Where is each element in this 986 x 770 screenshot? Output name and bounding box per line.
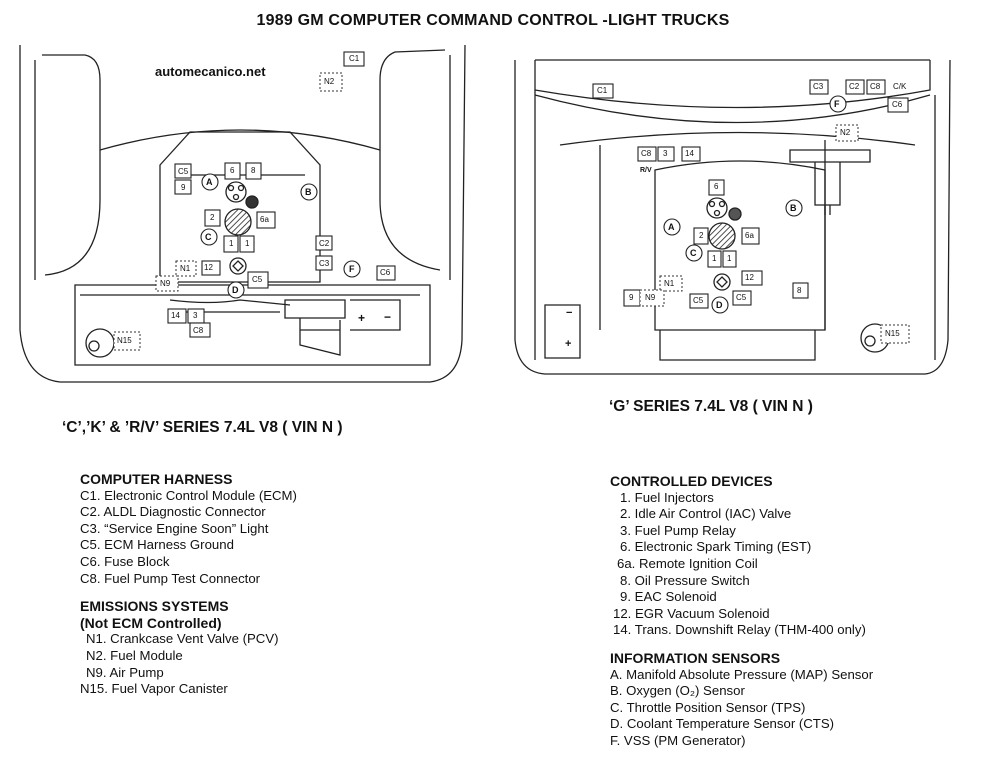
callout-c3: C3 [813,82,824,91]
callout-c5a: C5 [693,296,704,305]
emissions-subheading: (Not ECM Controlled) [80,614,222,631]
computer-harness-heading: COMPUTER HARNESS [80,471,233,487]
callout-c6: C6 [892,100,903,109]
right-diagram-caption: ‘G’ SERIES 7.4L V8 ( VIN N ) [609,398,813,415]
callout-1a: 1 [229,239,234,248]
device-item: 12. EGR Vacuum Solenoid [613,605,770,621]
sensor-item: A. Manifold Absolute Pressure (MAP) Sens… [610,666,874,682]
callout-f: F [834,99,840,109]
harness-item: C3. “Service Engine Soon” Light [80,520,269,536]
callout-n1: N1 [664,279,675,288]
device-item: 3. Fuel Pump Relay [620,522,736,538]
callout-c8b: C8 [641,149,652,158]
callout-b: B [305,187,312,197]
callout-14: 14 [685,149,694,158]
callout-c5: C5 [178,167,189,176]
callout-b: B [790,203,797,213]
callout-8: 8 [251,166,256,175]
device-item: 2. Idle Air Control (IAC) Valve [620,506,792,522]
callout-3: 3 [663,149,668,158]
callout-1a: 1 [712,254,717,263]
callout-n9: N9 [160,279,171,288]
callout-f: F [349,264,355,274]
callout-12: 12 [204,263,213,272]
callout-c6: C6 [380,268,391,277]
callout-c5b: C5 [736,293,747,302]
callout-1b: 1 [245,239,250,248]
emissions-item: N9. Air Pump [86,664,164,680]
callout-c3: C3 [319,259,330,268]
callout-c2: C2 [849,82,860,91]
callout-3: 3 [193,311,198,320]
callout-n15: N15 [117,336,132,345]
callout-1b: 1 [727,254,732,263]
emissions-heading: EMISSIONS SYSTEMS [80,598,229,615]
right-engine-diagram [514,59,951,375]
device-item: 6. Electronic Spark Timing (EST) [620,539,812,555]
callout-2: 2 [210,213,215,222]
device-item: 8. Oil Pressure Switch [620,572,750,588]
callout-2: 2 [699,231,704,240]
harness-item: C2. ALDL Diagnostic Connector [80,504,266,520]
callout-n9: N9 [645,293,656,302]
callout-6: 6 [714,182,719,191]
sensor-item: F. VSS (PM Generator) [610,732,746,748]
callout-12: 12 [745,273,754,282]
watermark: automecanico.net [155,64,266,79]
legend-left: COMPUTER HARNESS C1. Electronic Control … [80,471,297,698]
callout-6a: 6a [260,215,269,224]
sensor-item: B. Oxygen (O₂) Sensor [610,683,745,699]
information-sensors-heading: INFORMATION SENSORS [610,649,781,666]
callout-c1: C1 [597,86,608,95]
harness-item: C8. Fuel Pump Test Connector [80,570,261,586]
callout-c: C [690,248,697,258]
harness-item: C5. ECM Harness Ground [80,537,234,553]
emissions-item: N1. Crankcase Vent Valve (PCV) [86,631,279,647]
callout-n2: N2 [840,128,851,137]
controlled-devices-heading: CONTROLLED DEVICES [610,473,773,489]
callout-c1: C1 [349,54,360,63]
sensor-item: C. Throttle Position Sensor (TPS) [610,699,806,715]
left-diagram-caption: ‘C’,’K’ & ’R/V’ SERIES 7.4L V8 ( VIN N ) [62,419,343,436]
device-item: 1. Fuel Injectors [620,489,714,505]
callout-n2: N2 [324,77,335,86]
callout-a: A [668,222,675,232]
callout-c: C [205,232,212,242]
callout-plus: + [565,338,572,350]
emissions-item: N2. Fuel Module [86,647,183,663]
callout-plus: + [358,311,366,325]
callout-9: 9 [181,183,186,192]
page-title: 1989 GM COMPUTER COMMAND CONTROL -LIGHT … [256,12,730,29]
callout-a: A [206,177,213,187]
callout-rv: R/V [640,167,652,174]
callout-n15: N15 [885,329,900,338]
callout-8: 8 [797,286,802,295]
callout-6: 6 [230,166,235,175]
callout-minus: − [566,307,573,319]
callout-14: 14 [171,311,180,320]
callout-ck: C/K [893,82,907,91]
callout-d: D [232,285,239,295]
callout-c8: C8 [193,326,204,335]
callout-6a: 6a [745,231,754,240]
device-item: 9. EAC Solenoid [620,589,717,605]
sensor-item: D. Coolant Temperature Sensor (CTS) [610,716,835,732]
device-item: 14. Trans. Downshift Relay (THM-400 only… [613,622,866,638]
callout-c5b: C5 [252,275,263,284]
legend-right: CONTROLLED DEVICES 1. Fuel Injectors 2. … [610,473,873,750]
callout-c2: C2 [319,239,330,248]
left-engine-diagram [19,44,466,383]
harness-item: C1. Electronic Control Module (ECM) [80,487,297,503]
callout-c8: C8 [870,82,881,91]
callout-n1: N1 [180,264,191,273]
harness-item: C6. Fuse Block [80,553,170,569]
device-item: 6a. Remote Ignition Coil [617,555,758,571]
callout-d: D [716,300,723,310]
emissions-item: N15. Fuel Vapor Canister [80,681,228,697]
callout-minus: − [384,310,392,324]
callout-9: 9 [629,293,634,302]
